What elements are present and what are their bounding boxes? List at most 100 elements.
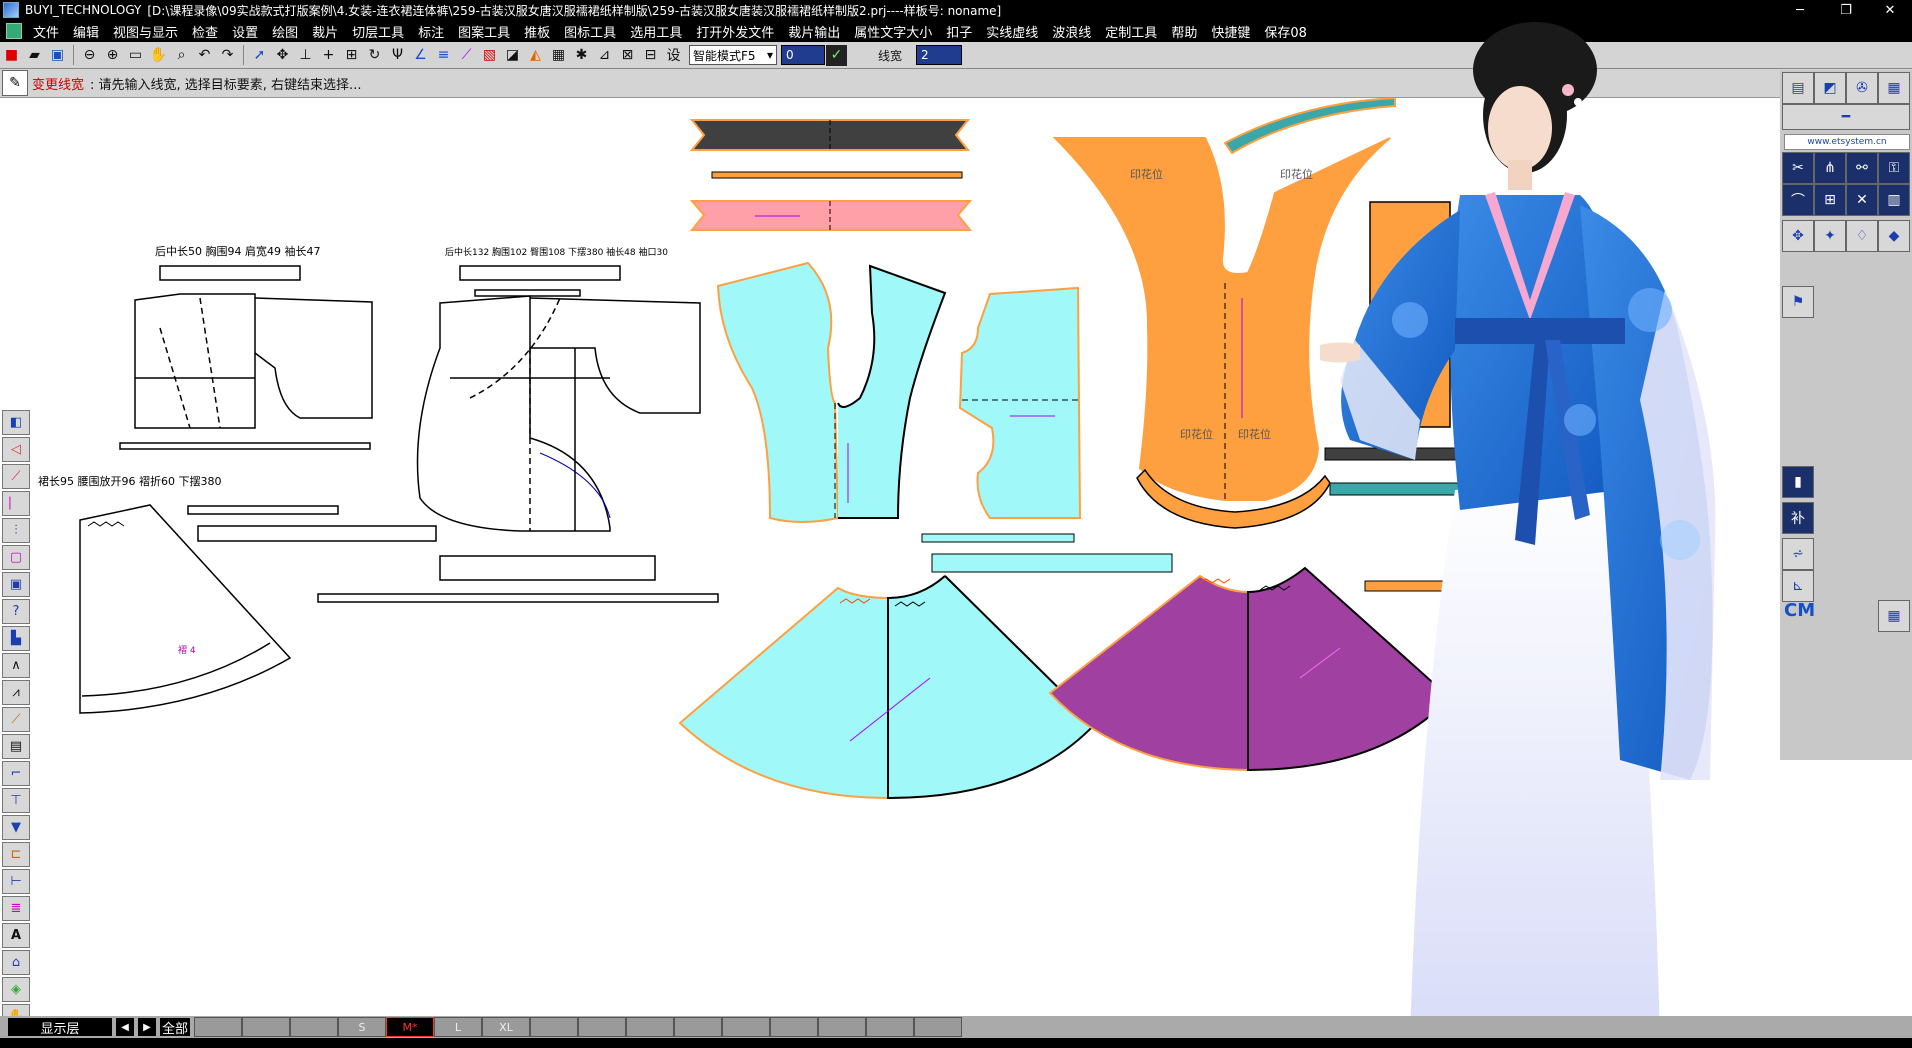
size-cell-xl[interactable]: XL: [482, 1017, 530, 1037]
rotate-icon[interactable]: ↻: [368, 47, 381, 63]
curve-chart-icon[interactable]: ⌒: [1782, 184, 1814, 216]
menu-pattern-tools[interactable]: 图案工具: [458, 25, 511, 41]
menu-settings[interactable]: 设置: [232, 25, 259, 41]
size-cell[interactable]: [674, 1017, 722, 1037]
scale-bar-icon[interactable]: ━: [1782, 104, 1910, 130]
size-cell[interactable]: [290, 1017, 338, 1037]
zoom-out-icon[interactable]: ⊖: [83, 47, 96, 63]
undo-icon[interactable]: ↶: [198, 47, 211, 63]
save-icon[interactable]: ▣: [50, 47, 65, 63]
move-tool-icon[interactable]: ✥: [1782, 220, 1814, 252]
menu-check[interactable]: 检查: [192, 25, 219, 41]
mode-select[interactable]: 智能模式F5▾: [689, 45, 777, 65]
linewidth-input[interactable]: 2: [916, 45, 963, 65]
select-arrow-icon[interactable]: ➚: [253, 47, 266, 63]
grid-tool-icon[interactable]: ⊞: [1814, 184, 1846, 216]
shape-tool-icon[interactable]: ◆: [1878, 220, 1910, 252]
paint-tool-icon[interactable]: ⌂: [2, 950, 30, 975]
menu-shortcuts[interactable]: 快捷键: [1211, 25, 1251, 41]
menu-piece[interactable]: 裁片: [312, 25, 339, 41]
size-cell-s[interactable]: S: [338, 1017, 386, 1037]
star-tool-icon[interactable]: ✦: [1814, 220, 1846, 252]
fork-tool-icon[interactable]: ⋔: [1814, 152, 1846, 184]
menu-draw[interactable]: 绘图: [272, 25, 299, 41]
pin-tool-icon[interactable]: ◈: [2, 977, 30, 1002]
paint-bucket-icon[interactable]: ✇: [1846, 72, 1878, 104]
layer-display-button[interactable]: 显示层: [8, 1018, 112, 1037]
new-file-icon[interactable]: ■: [4, 47, 19, 63]
triangle-tool-icon[interactable]: ▼: [2, 815, 30, 840]
size-cell[interactable]: [770, 1017, 818, 1037]
size-cell[interactable]: [914, 1017, 962, 1037]
menu-annotate[interactable]: 标注: [418, 25, 445, 41]
grid-icon[interactable]: ⊞: [345, 47, 358, 63]
fill-icon[interactable]: ◪: [505, 47, 520, 63]
rectangle-tool-icon[interactable]: ▢: [2, 545, 30, 570]
size-cell[interactable]: [722, 1017, 770, 1037]
size-cell[interactable]: [866, 1017, 914, 1037]
hand-tool-icon[interactable]: ✋: [2, 1004, 30, 1016]
line-tool-icon[interactable]: ◧: [2, 410, 30, 435]
key-tool-icon[interactable]: ⚿: [1878, 152, 1910, 184]
menu-wave-line[interactable]: 波浪线: [1052, 25, 1092, 41]
size-cell[interactable]: [194, 1017, 242, 1037]
text-tool-icon[interactable]: A: [2, 923, 30, 948]
size-cell[interactable]: [578, 1017, 626, 1037]
menu-text-size[interactable]: 属性文字大小: [854, 25, 933, 41]
move-point-icon[interactable]: ✥: [276, 47, 289, 63]
menu-piece-output[interactable]: 裁片输出: [788, 25, 841, 41]
shape-icon[interactable]: ◭: [530, 47, 541, 63]
patch-tool-icon[interactable]: 补: [1782, 502, 1814, 534]
website-link[interactable]: www.etsystem.cn: [1784, 134, 1910, 150]
seam-tool-icon[interactable]: ⊏: [2, 842, 30, 867]
help-icon[interactable]: ?: [2, 599, 30, 624]
restore-button[interactable]: ❐: [1840, 2, 1852, 18]
corner-tool-icon[interactable]: ⌐: [2, 761, 30, 786]
fork-icon[interactable]: Ψ: [391, 47, 404, 63]
size-cell[interactable]: [626, 1017, 674, 1037]
open-folder-icon[interactable]: ▰: [29, 47, 40, 63]
menu-view[interactable]: 视图与显示: [113, 25, 179, 41]
split-tool-icon[interactable]: ⫶: [2, 518, 30, 543]
parallel-icon[interactable]: ≡: [437, 47, 450, 63]
color-palette-icon[interactable]: ▦: [551, 47, 566, 63]
notch-tool-icon[interactable]: ⊤: [2, 788, 30, 813]
dimension-icon[interactable]: ⊿: [598, 47, 611, 63]
size-cell-l[interactable]: L: [434, 1017, 482, 1037]
menu-cut-layer[interactable]: 切层工具: [352, 25, 405, 41]
cm-unit-label[interactable]: CM: [1784, 600, 1816, 621]
measure-icon[interactable]: ⊟: [644, 47, 657, 63]
angle-icon[interactable]: ∠: [414, 47, 427, 63]
menu-custom-tools[interactable]: 定制工具: [1105, 25, 1158, 41]
confirm-icon[interactable]: ✓: [826, 44, 847, 66]
menu-solid-dashed[interactable]: 实线虚线: [986, 25, 1039, 41]
measure-tool-icon[interactable]: ⊢: [2, 869, 30, 894]
zoom-window-icon[interactable]: ⌕: [177, 47, 186, 63]
line-color-icon[interactable]: ⟋: [461, 47, 472, 63]
size-cell[interactable]: [818, 1017, 866, 1037]
flag-tool-icon[interactable]: ⚑: [1782, 286, 1814, 318]
calculator-icon[interactable]: ▦: [1878, 600, 1910, 632]
star-icon[interactable]: ✱: [575, 47, 588, 63]
next-layer-icon[interactable]: ▶: [138, 1018, 156, 1036]
pan-hand-icon[interactable]: ✋: [149, 47, 168, 63]
scissors-icon[interactable]: ✂: [1782, 152, 1814, 184]
menu-icon-tools[interactable]: 图标工具: [564, 25, 617, 41]
dart-tool-icon[interactable]: ⩘: [2, 680, 30, 705]
curve-tool-icon[interactable]: ◁: [2, 437, 30, 462]
align-icon[interactable]: ⊥: [299, 47, 312, 63]
menu-grading[interactable]: 推板: [524, 25, 551, 41]
step-tool-icon[interactable]: ▙: [2, 626, 30, 651]
size-cell-m-base[interactable]: M*: [386, 1017, 434, 1037]
grain-tool-icon[interactable]: ≣: [2, 896, 30, 921]
menu-edit[interactable]: 编辑: [73, 25, 100, 41]
redo-icon[interactable]: ↷: [221, 47, 234, 63]
link-tool-icon[interactable]: ⚯: [1846, 152, 1878, 184]
close-button[interactable]: ✕: [1884, 2, 1896, 18]
menu-select-tools[interactable]: 选用工具: [630, 25, 683, 41]
fit-screen-icon[interactable]: ▭: [128, 47, 143, 63]
menu-open-external[interactable]: 打开外发文件: [696, 25, 775, 41]
minimize-button[interactable]: ─: [1796, 2, 1804, 18]
garment-tool-icon[interactable]: ♢: [1846, 220, 1878, 252]
chart-tool-icon[interactable]: ◩: [1814, 72, 1846, 104]
